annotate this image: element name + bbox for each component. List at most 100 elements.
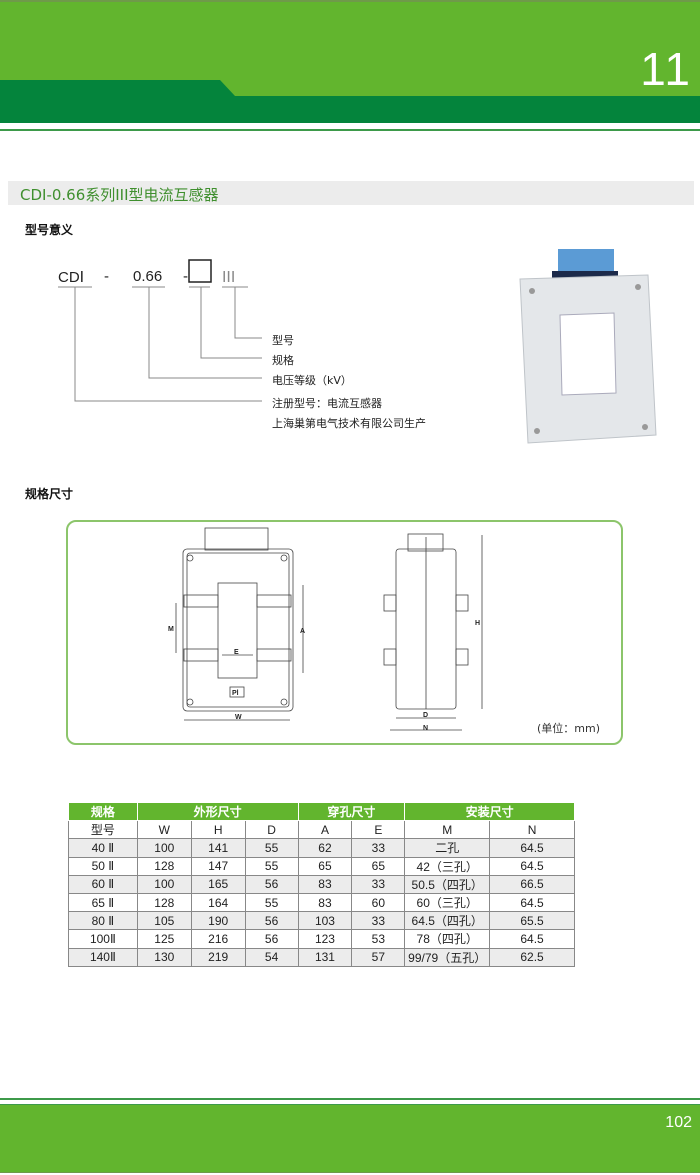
table-cell: 33 xyxy=(351,874,406,894)
label-voltage: 电压等级（kV） xyxy=(272,374,352,387)
label-model: 型号 xyxy=(272,334,294,347)
unit-note: (单位：mm) xyxy=(537,722,601,735)
table-cell: 100 xyxy=(136,838,192,858)
table-cell: 33 xyxy=(351,911,406,931)
table-cell: 42（三孔） xyxy=(404,856,491,876)
table-cell: 33 xyxy=(351,838,406,858)
table-cell: 56 xyxy=(244,911,299,931)
table-cell: 78（四孔） xyxy=(404,929,491,949)
table-cell: 165 xyxy=(190,874,246,894)
code-dash2: - xyxy=(183,268,188,285)
table-cell: 60 xyxy=(351,892,406,913)
label-spec: 规格 xyxy=(272,354,294,367)
column-header: D xyxy=(244,820,299,840)
table-cell: 190 xyxy=(190,911,246,931)
chapter-number: 11 xyxy=(640,43,692,95)
table-cell: 65.5 xyxy=(489,911,575,931)
table-cell: 57 xyxy=(351,947,406,967)
group-mount: 安装尺寸 xyxy=(404,801,575,822)
svg-text:E: E xyxy=(234,649,239,656)
table-cell: 83 xyxy=(297,874,353,894)
column-header: W xyxy=(136,820,192,840)
header-dark-band xyxy=(0,80,700,123)
svg-text:D: D xyxy=(423,712,428,719)
table-cell: 219 xyxy=(190,947,246,967)
table-cell: 50.5（四孔） xyxy=(404,874,491,894)
group-spec: 规格 xyxy=(68,801,138,822)
svg-text:H: H xyxy=(475,620,480,627)
table-cell: 128 xyxy=(136,892,192,913)
svg-text:M: M xyxy=(168,626,174,633)
label-manufacturer: 上海巢第电气技术有限公司生产 xyxy=(272,417,426,430)
column-header: H xyxy=(190,820,246,840)
table-cell: 53 xyxy=(351,929,406,949)
table-cell: 125 xyxy=(136,929,192,949)
column-header: E xyxy=(351,820,406,840)
nameplate-label: Pl xyxy=(232,690,239,697)
product-photo xyxy=(519,249,657,444)
group-outline: 外形尺寸 xyxy=(136,801,299,822)
model-meaning-heading: 型号意义 xyxy=(25,223,74,237)
table-cell: 83 xyxy=(297,892,353,913)
column-header: A xyxy=(297,820,353,840)
table-cell: 64.5 xyxy=(489,856,575,876)
label-registered: 注册型号：电流互感器 xyxy=(272,397,382,410)
table-cell: 128 xyxy=(136,856,192,876)
header-divider xyxy=(0,129,700,131)
table-cell: 62 xyxy=(297,838,353,858)
column-header: N xyxy=(489,820,575,840)
table-cell: 65 Ⅱ xyxy=(68,892,138,913)
table-cell: 140Ⅱ xyxy=(68,947,138,967)
table-cell: 64.5（四孔） xyxy=(404,911,491,931)
table-cell: 64.5 xyxy=(489,892,575,913)
table-cell: 147 xyxy=(190,856,246,876)
table-cell: 99/79（五孔） xyxy=(404,947,491,967)
table-cell: 123 xyxy=(297,929,353,949)
table-cell: 56 xyxy=(244,929,299,949)
table-cell: 55 xyxy=(244,856,299,876)
page-title: CDI-0.66系列ⅠⅠⅠ型电流互感器 xyxy=(20,186,219,204)
footer-band xyxy=(0,1104,700,1173)
table-cell: 62.5 xyxy=(489,947,575,967)
dimension-drawings: M A E W Pl H DN xyxy=(168,527,483,732)
table-cell: 55 xyxy=(244,892,299,913)
title-bar xyxy=(8,181,694,205)
table-cell: 40 Ⅱ xyxy=(68,838,138,858)
table-cell: 64.5 xyxy=(489,838,575,858)
table-cell: 65 xyxy=(297,856,353,876)
table-cell: 54 xyxy=(244,947,299,967)
table-cell: 103 xyxy=(297,911,353,931)
dimensions-heading: 规格尺寸 xyxy=(25,487,74,501)
table-cell: 141 xyxy=(190,838,246,858)
code-part2: 0.66 xyxy=(133,268,163,285)
model-leader-lines xyxy=(58,259,262,402)
table-cell: 80 Ⅱ xyxy=(68,911,138,931)
table-cell: 56 xyxy=(244,874,299,894)
table-cell: 105 xyxy=(136,911,192,931)
code-part1: CDⅠ xyxy=(58,269,85,286)
table-cell: 60（三孔） xyxy=(404,892,491,913)
table-cell: 216 xyxy=(190,929,246,949)
table-cell: 55 xyxy=(244,838,299,858)
code-dash1: - xyxy=(104,268,109,285)
table-cell: 50 Ⅱ xyxy=(68,856,138,876)
table-cell: 66.5 xyxy=(489,874,575,894)
svg-text:W: W xyxy=(235,714,242,721)
table-cell: 131 xyxy=(297,947,353,967)
svg-text:N: N xyxy=(423,725,428,732)
footer-divider xyxy=(0,1098,700,1100)
table-group-header: 规格 外形尺寸 穿孔尺寸 安装尺寸 xyxy=(68,801,575,822)
drawing-frame xyxy=(66,520,623,745)
table-cell: 64.5 xyxy=(489,929,575,949)
page-number: 102 xyxy=(665,1114,692,1131)
table-cell: 65 xyxy=(351,856,406,876)
table-cell: 100 xyxy=(136,874,192,894)
table-cell: 130 xyxy=(136,947,192,967)
svg-text:A: A xyxy=(300,628,305,635)
